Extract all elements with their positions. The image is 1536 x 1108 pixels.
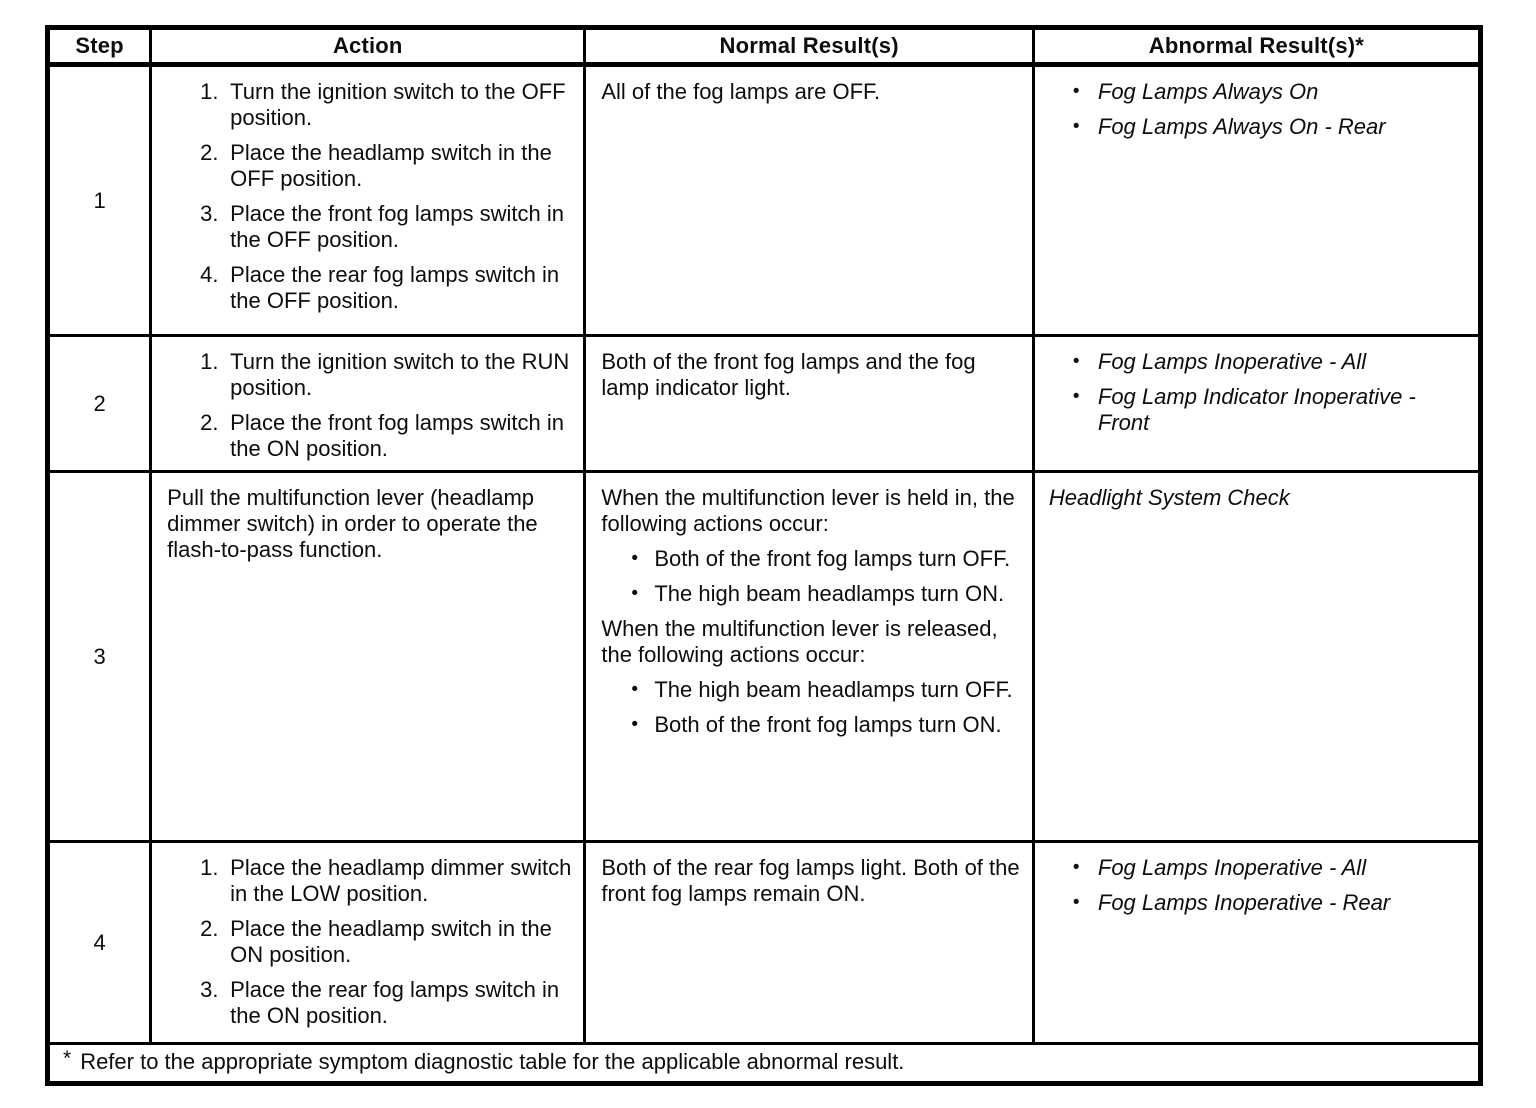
item-number: 1.	[200, 349, 219, 374]
abnormal-cell: • Fog Lamps Inoperative - All • Fog Lamp In…	[1031, 334, 1483, 473]
item-text: Place the rear fog lamps switch in the O…	[230, 262, 560, 313]
step-cell: 4	[45, 840, 153, 1045]
bullet-item: • Both of the front fog lamps turn OFF.	[601, 546, 1024, 572]
ordered-item: 1. Turn the ignition switch to the RUN po…	[167, 349, 573, 401]
bullet-text: Fog Lamps Inoperative - Rear	[1097, 890, 1391, 915]
table-row: 1 1. Turn the ignition switch to the OFF p…	[45, 63, 1483, 337]
item-text: Place the rear fog lamps switch in the O…	[230, 977, 560, 1028]
item-number: 2.	[200, 916, 219, 941]
bullet-text: Both of the front fog lamps turn OFF.	[654, 546, 1011, 571]
footnote-text: Refer to the appropriate symptom diagnos…	[80, 1048, 905, 1074]
ordered-item: 3. Place the front fog lamps switch in th…	[167, 201, 573, 253]
bullet-icon: •	[1072, 386, 1080, 407]
table-row: 4 1. Place the headlamp dimmer switch in t…	[45, 840, 1483, 1045]
ordered-item: 3. Place the rear fog lamps switch in the…	[167, 977, 573, 1029]
item-text: Place the headlamp switch in the OFF pos…	[230, 140, 552, 191]
abnormal-cell: • Fog Lamps Inoperative - All • Fog Lamps I…	[1031, 840, 1483, 1045]
bullet-item: • Fog Lamp Indicator Inoperative - Front	[1049, 384, 1468, 436]
bullet-text: Fog Lamps Inoperative - All	[1097, 855, 1367, 880]
bullet-icon: •	[631, 583, 639, 604]
paragraph: When the multifunction lever is released…	[601, 616, 998, 667]
bullet-item: • The high beam headlamps turn OFF.	[601, 677, 1024, 703]
bullet-item: • Both of the front fog lamps turn ON.	[601, 712, 1024, 738]
bullet-item: • Fog Lamps Inoperative - All	[1049, 349, 1468, 375]
item-number: 4.	[200, 262, 219, 287]
bullet-text: Fog Lamps Always On	[1097, 79, 1319, 104]
item-text: Turn the ignition switch to the RUN posi…	[230, 349, 570, 400]
col-header-abnormal-results: Abnormal Result(s)*	[1031, 26, 1483, 67]
bullet-item: • Fog Lamps Always On - Rear	[1049, 114, 1468, 140]
paragraph: When the multifunction lever is held in,…	[601, 485, 1015, 536]
table-body: 1 1. Turn the ignition switch to the OFF p…	[45, 63, 1483, 1045]
item-number: 2.	[200, 140, 219, 165]
ordered-item: 1. Turn the ignition switch to the OFF po…	[167, 79, 573, 131]
bullet-icon: •	[631, 548, 639, 569]
action-cell: Pull the multifunction lever (headlamp d…	[149, 470, 587, 843]
col-header-action: Action	[149, 26, 587, 67]
bullet-text: The high beam headlamps turn ON.	[654, 581, 1005, 606]
item-number: 1.	[200, 79, 219, 104]
abnormal-cell: Headlight System Check	[1031, 470, 1483, 843]
bullet-text: The high beam headlamps turn OFF.	[654, 677, 1013, 702]
table-row: 2 1. Turn the ignition switch to the RUN p…	[45, 334, 1483, 473]
step-cell: 1	[45, 63, 153, 337]
bullet-icon: •	[1072, 81, 1080, 102]
paragraph: All of the fog lamps are OFF.	[601, 79, 881, 104]
col-header-normal-results: Normal Result(s)	[583, 26, 1035, 67]
bullet-icon: •	[1072, 351, 1080, 372]
bullet-icon: •	[631, 679, 639, 700]
col-header-step: Step	[45, 26, 153, 67]
bullet-icon: •	[1072, 892, 1080, 913]
action-cell: 1. Turn the ignition switch to the RUN po…	[149, 334, 587, 473]
action-cell: 1. Place the headlamp dimmer switch in th…	[149, 840, 587, 1045]
fog-lamps-system-check-table: Step Action Normal Result(s) Abnormal Re…	[45, 25, 1483, 1086]
bullet-text: Fog Lamps Always On - Rear	[1097, 114, 1386, 139]
item-text: Place the headlamp switch in the ON posi…	[230, 916, 552, 967]
bullet-text: Both of the front fog lamps turn ON.	[654, 712, 1002, 737]
item-text: Place the front fog lamps switch in the …	[230, 410, 564, 461]
item-number: 3.	[200, 201, 219, 226]
bullet-text: Fog Lamp Indicator Inoperative - Front	[1097, 384, 1416, 435]
abnormal-cell: • Fog Lamps Always On • Fog Lamps Always On…	[1031, 63, 1483, 337]
footnote-cell: * Refer to the appropriate symptom diagno…	[46, 1042, 1482, 1085]
paragraph: Headlight System Check	[1048, 485, 1290, 510]
normal-cell: Both of the rear fog lamps light. Both o…	[583, 840, 1035, 1045]
normal-cell: When the multifunction lever is held in,…	[583, 470, 1035, 843]
action-cell: 1. Turn the ignition switch to the OFF po…	[149, 63, 587, 337]
item-text: Turn the ignition switch to the OFF posi…	[230, 79, 566, 130]
footnote-row: * Refer to the appropriate symptom diagno…	[46, 1042, 1482, 1085]
item-number: 1.	[200, 855, 219, 880]
bullet-item: • Fog Lamps Inoperative - Rear	[1049, 890, 1468, 916]
diagnostic-table-page: Step Action Normal Result(s) Abnormal Re…	[45, 25, 1483, 1086]
normal-cell: All of the fog lamps are OFF.	[583, 63, 1035, 337]
bullet-text: Fog Lamps Inoperative - All	[1097, 349, 1367, 374]
step-cell: 2	[45, 334, 153, 473]
ordered-item: 1. Place the headlamp dimmer switch in th…	[167, 855, 573, 907]
header-row: Step Action Normal Result(s) Abnormal Re…	[45, 26, 1483, 67]
bullet-item: • Fog Lamps Always On	[1049, 79, 1468, 105]
normal-cell: Both of the front fog lamps and the fog …	[583, 334, 1035, 473]
paragraph: Both of the rear fog lamps light. Both o…	[601, 855, 1020, 906]
ordered-item: 2. Place the headlamp switch in the OFF p…	[167, 140, 573, 192]
ordered-item: 4. Place the rear fog lamps switch in the…	[167, 262, 573, 314]
ordered-item: 2. Place the headlamp switch in the ON po…	[167, 916, 573, 968]
footnote-asterisk: *	[63, 1046, 72, 1070]
bullet-icon: •	[631, 714, 639, 735]
item-number: 2.	[200, 410, 219, 435]
bullet-item: • Fog Lamps Inoperative - All	[1049, 855, 1468, 881]
bullet-icon: •	[1072, 116, 1080, 137]
bullet-icon: •	[1072, 857, 1080, 878]
paragraph: Both of the front fog lamps and the fog …	[601, 349, 976, 400]
paragraph: Pull the multifunction lever (headlamp d…	[167, 485, 538, 562]
ordered-item: 2. Place the front fog lamps switch in th…	[167, 410, 573, 462]
item-number: 3.	[200, 977, 219, 1002]
item-text: Place the front fog lamps switch in the …	[230, 201, 564, 252]
item-text: Place the headlamp dimmer switch in the …	[230, 855, 572, 906]
bullet-item: • The high beam headlamps turn ON.	[601, 581, 1024, 607]
step-cell: 3	[45, 470, 153, 843]
